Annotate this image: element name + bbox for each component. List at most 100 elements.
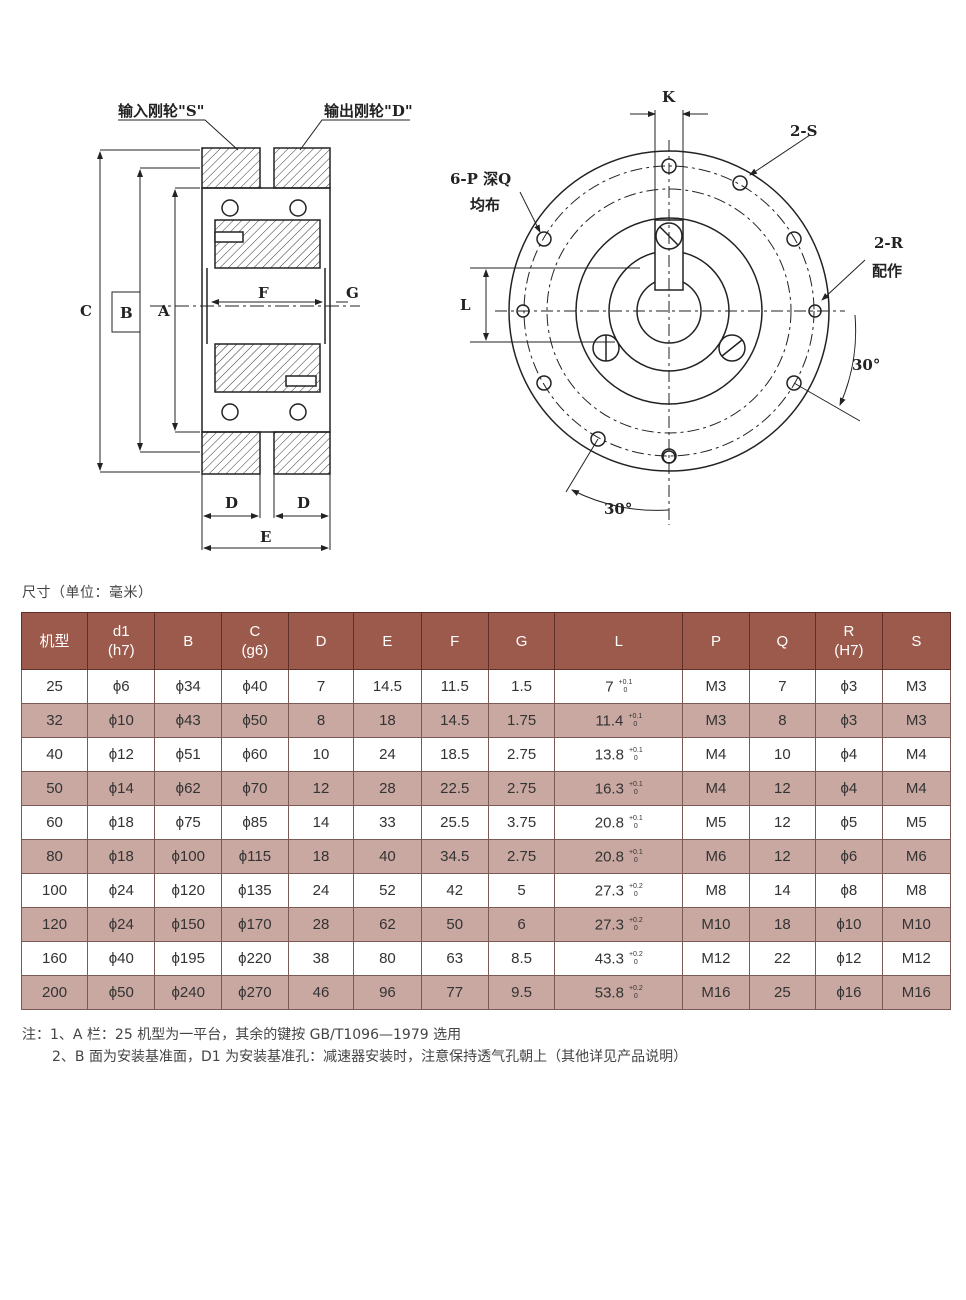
cell-r: ϕ8 — [815, 873, 883, 908]
cell-s: M3 — [881, 703, 952, 738]
table-header-cell: F — [420, 612, 489, 670]
cell-e: 40 — [353, 839, 422, 874]
table-header-cell: 机型 — [20, 612, 89, 670]
l-value: 16.3 — [594, 780, 624, 798]
cell-s: M6 — [881, 839, 952, 874]
table-header-cell: d1(h7) — [87, 612, 156, 670]
l-value: 43.3 — [594, 950, 624, 968]
cell-model: 50 — [20, 771, 89, 806]
cell-b: ϕ150 — [154, 907, 223, 942]
cell-c: ϕ170 — [221, 907, 289, 942]
cell-p: M4 — [682, 771, 750, 806]
cell-p: M3 — [682, 703, 750, 738]
cell-f: 11.5 — [420, 669, 489, 704]
cell-q: 25 — [748, 975, 817, 1010]
table-header-cell: R(H7) — [815, 612, 883, 670]
cell-g: 9.5 — [487, 975, 556, 1010]
cell-e: 62 — [353, 907, 422, 942]
tolerance-lower: 0 — [633, 890, 638, 898]
header-label: d1 — [112, 623, 130, 640]
cell-e: 96 — [353, 975, 422, 1010]
cell-c: ϕ50 — [221, 703, 289, 738]
tolerance-lower: 0 — [633, 958, 638, 966]
label-6p-line2: 均布 — [470, 196, 500, 214]
cell-b: ϕ62 — [154, 771, 223, 806]
header-label: Q — [776, 632, 789, 650]
l-value: 13.8 — [594, 746, 624, 764]
cell-e: 33 — [353, 805, 422, 840]
dim-c-label: C — [80, 302, 92, 320]
l-value: 7 — [605, 678, 614, 696]
tolerance-lower: 0 — [633, 822, 638, 830]
cell-d: 24 — [287, 873, 355, 908]
label-6p-line1: 6-P 深Q — [450, 170, 511, 188]
tolerance-upper: +0.2 — [628, 984, 643, 992]
cell-e: 80 — [353, 941, 422, 976]
cell-b: ϕ34 — [154, 669, 223, 704]
cell-s: M5 — [881, 805, 952, 840]
cell-g: 3.75 — [487, 805, 556, 840]
dim-g-label: G — [346, 284, 359, 302]
cell-p: M4 — [682, 737, 750, 772]
label-2r-line2: 配作 — [872, 262, 902, 280]
cell-b: ϕ75 — [154, 805, 223, 840]
tolerance-upper: +0.1 — [628, 848, 643, 856]
label-2r-line1: 2-R — [874, 234, 904, 252]
cell-d1: ϕ10 — [87, 703, 156, 738]
tolerance-lower: 0 — [633, 754, 638, 762]
l-value: 27.3 — [594, 882, 624, 900]
cell-f: 50 — [420, 907, 489, 942]
cell-r: ϕ3 — [815, 669, 883, 704]
header-label: D — [315, 632, 327, 650]
cell-q: 12 — [748, 839, 817, 874]
cell-g: 2.75 — [487, 737, 556, 772]
cell-c: ϕ60 — [221, 737, 289, 772]
cell-d1: ϕ24 — [87, 907, 156, 942]
cell-model: 60 — [20, 805, 89, 840]
cell-q: 22 — [748, 941, 817, 976]
table-header-cell: Q — [748, 612, 817, 670]
cell-c: ϕ70 — [221, 771, 289, 806]
cell-r: ϕ3 — [815, 703, 883, 738]
note-2: 2、B 面为安装基准面，D1 为安装基准孔：减速器安装时，注意保持透气孔朝上（其… — [52, 1049, 688, 1065]
l-value: 53.8 — [594, 984, 624, 1002]
cell-d: 46 — [287, 975, 355, 1010]
cell-b: ϕ195 — [154, 941, 223, 976]
cell-p: M12 — [682, 941, 750, 976]
table-header-cell: G — [487, 612, 556, 670]
cell-d1: ϕ18 — [87, 805, 156, 840]
cell-q: 12 — [748, 771, 817, 806]
cell-d1: ϕ40 — [87, 941, 156, 976]
l-value: 20.8 — [594, 814, 624, 832]
cell-s: M16 — [881, 975, 952, 1010]
cell-f: 18.5 — [420, 737, 489, 772]
table-header-cell: E — [353, 612, 422, 670]
section-view — [150, 147, 360, 475]
cell-g: 6 — [487, 907, 556, 942]
cell-q: 10 — [748, 737, 817, 772]
cell-d1: ϕ6 — [87, 669, 156, 704]
cell-c: ϕ85 — [221, 805, 289, 840]
cell-f: 14.5 — [420, 703, 489, 738]
cell-s: M10 — [881, 907, 952, 942]
header-sublabel: (g6) — [241, 642, 269, 659]
cell-r: ϕ16 — [815, 975, 883, 1010]
cell-q: 12 — [748, 805, 817, 840]
cell-d: 7 — [287, 669, 355, 704]
technical-drawing: 输入刚轮"S" 输出刚轮"D" C B A F G D D E — [80, 88, 904, 551]
header-label: F — [450, 632, 460, 650]
cell-c: ϕ135 — [221, 873, 289, 908]
